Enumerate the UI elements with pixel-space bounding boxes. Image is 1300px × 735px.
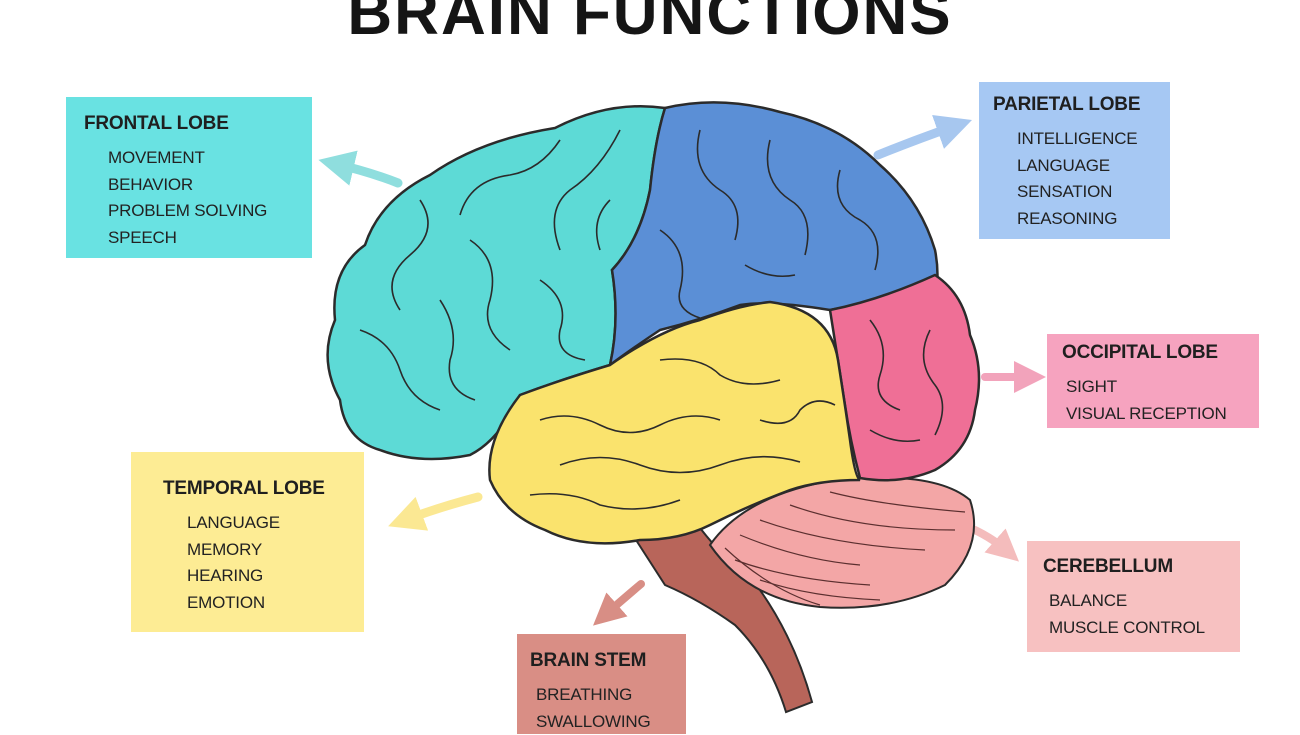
parietal-lobe-list: INTELLIGENCE LANGUAGE SENSATION REASONIN… (993, 126, 1170, 232)
arrow-brain-stem (605, 584, 641, 615)
temporal-lobe-item: EMOTION (187, 590, 364, 617)
brain-stem-item: BREATHING (536, 682, 686, 709)
parietal-lobe-item: LANGUAGE (1017, 153, 1170, 180)
occipital-lobe-item: VISUAL RECEPTION (1066, 401, 1259, 428)
temporal-lobe-item: LANGUAGE (187, 510, 364, 537)
parietal-lobe-title: PARIETAL LOBE (993, 94, 1170, 116)
cerebellum-list: BALANCE MUSCLE CONTROL (1043, 588, 1240, 641)
parietal-lobe-item: SENSATION (1017, 179, 1170, 206)
temporal-lobe-title: TEMPORAL LOBE (163, 478, 364, 500)
cerebellum-item: BALANCE (1049, 588, 1240, 615)
parietal-lobe-item: REASONING (1017, 206, 1170, 233)
frontal-lobe-item: PROBLEM SOLVING (108, 198, 312, 225)
brain-stem-box: BRAIN STEM BREATHING SWALLOWING (517, 634, 686, 734)
parietal-lobe-box: PARIETAL LOBE INTELLIGENCE LANGUAGE SENS… (979, 82, 1170, 239)
temporal-lobe-item: MEMORY (187, 537, 364, 564)
occipital-lobe-list: SIGHT VISUAL RECEPTION (1062, 374, 1259, 427)
frontal-lobe-list: MOVEMENT BEHAVIOR PROBLEM SOLVING SPEECH (84, 145, 312, 251)
occipital-lobe-item: SIGHT (1066, 374, 1259, 401)
frontal-lobe-item: BEHAVIOR (108, 172, 312, 199)
cerebellum-item: MUSCLE CONTROL (1049, 615, 1240, 642)
brain-stem-title: BRAIN STEM (530, 650, 686, 672)
frontal-lobe-item: MOVEMENT (108, 145, 312, 172)
cerebellum-title: CEREBELLUM (1043, 556, 1240, 578)
parietal-lobe-item: INTELLIGENCE (1017, 126, 1170, 153)
brain-stem-item: SWALLOWING (536, 709, 686, 735)
frontal-lobe-item: SPEECH (108, 225, 312, 252)
frontal-lobe-box: FRONTAL LOBE MOVEMENT BEHAVIOR PROBLEM S… (66, 97, 312, 258)
temporal-lobe-box: TEMPORAL LOBE LANGUAGE MEMORY HEARING EM… (131, 452, 364, 632)
brain-stem-list: BREATHING SWALLOWING (530, 682, 686, 735)
arrow-frontal (336, 164, 398, 183)
frontal-lobe-title: FRONTAL LOBE (84, 113, 312, 135)
occipital-lobe-title: OCCIPITAL LOBE (1062, 342, 1259, 364)
temporal-lobe-item: HEARING (187, 563, 364, 590)
arrow-parietal (878, 126, 955, 155)
occipital-lobe-box: OCCIPITAL LOBE SIGHT VISUAL RECEPTION (1047, 334, 1259, 428)
cerebellum-box: CEREBELLUM BALANCE MUSCLE CONTROL (1027, 541, 1240, 652)
temporal-lobe-list: LANGUAGE MEMORY HEARING EMOTION (163, 510, 364, 616)
arrow-temporal (405, 497, 478, 520)
